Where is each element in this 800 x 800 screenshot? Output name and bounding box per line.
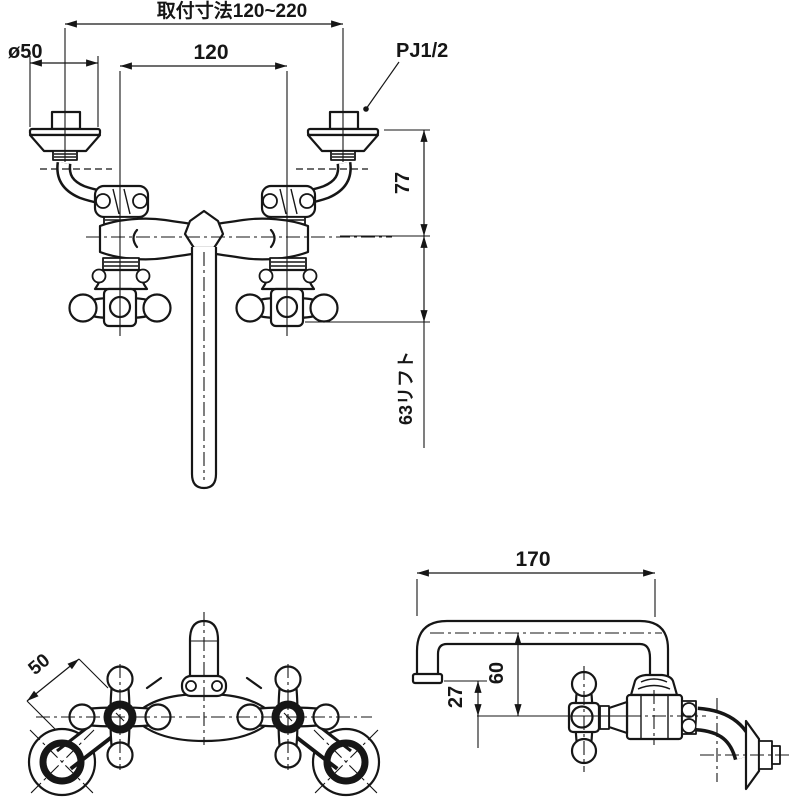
top-handle-centerlines — [119, 664, 289, 770]
dim-height-77: 77 — [340, 129, 430, 237]
thread-callout-text: PJ1/2 — [396, 40, 448, 62]
dim-flange-dia-text: ø50 — [8, 41, 42, 63]
dim-drop-text: 60 — [486, 662, 508, 684]
side-valve-body — [599, 693, 697, 741]
side-spout — [415, 619, 670, 683]
top-pipe-right — [292, 715, 352, 771]
side-view: 170 60 27 — [411, 548, 790, 791]
dim-drop-60: 60 — [486, 633, 522, 716]
dim-clearance-text: 27 — [445, 686, 467, 708]
top-flange-left-centerlines — [29, 729, 95, 795]
union-nut-right — [260, 184, 317, 219]
dim-clearance-27: 27 — [444, 680, 487, 748]
thread-callout-pj12: PJ1/2 — [363, 40, 448, 112]
dim-mounting-range: 取付寸法120~220 — [65, 0, 343, 28]
leader-dot — [363, 106, 369, 112]
dim-reach-text: 170 — [515, 548, 550, 571]
dim-pitch-120: 120 — [120, 41, 287, 70]
spout-hex-nut — [183, 209, 225, 250]
bonnet-right — [258, 257, 318, 291]
dim-width-text: 50 — [25, 650, 55, 680]
dim-pitch-text: 120 — [193, 41, 228, 64]
top-view: 50 — [25, 612, 381, 797]
top-flange-right-socket — [323, 739, 369, 785]
top-flange-right-centerlines — [313, 729, 379, 795]
dim-mounting-range-text: 取付寸法120~220 — [157, 0, 308, 22]
front-view: 取付寸法120~220 120 ø50 PJ1/2 77 63リフト — [8, 0, 448, 490]
dim-reach-170: 170 — [416, 548, 656, 617]
spout-pipe-front — [190, 247, 218, 490]
inlet-centerlines — [64, 28, 344, 162]
dim-flange-dia-50: ø50 — [8, 41, 99, 127]
dim-lift-63: 63リフト — [305, 236, 430, 448]
bonnet-left — [91, 257, 151, 291]
top-pipe-left — [56, 715, 116, 771]
dim-height-text: 77 — [392, 172, 414, 194]
side-spout-outlet — [411, 672, 444, 685]
body-arc-marks — [132, 228, 276, 249]
side-wall-pipe — [695, 706, 759, 761]
top-flange-left-socket — [39, 739, 85, 785]
chamfer-marks — [145, 676, 263, 690]
union-nut-left — [93, 184, 150, 219]
dim-lift-text: 63リフト — [396, 351, 416, 425]
valve-centerlines — [119, 71, 288, 336]
side-spout-nut — [629, 673, 679, 697]
